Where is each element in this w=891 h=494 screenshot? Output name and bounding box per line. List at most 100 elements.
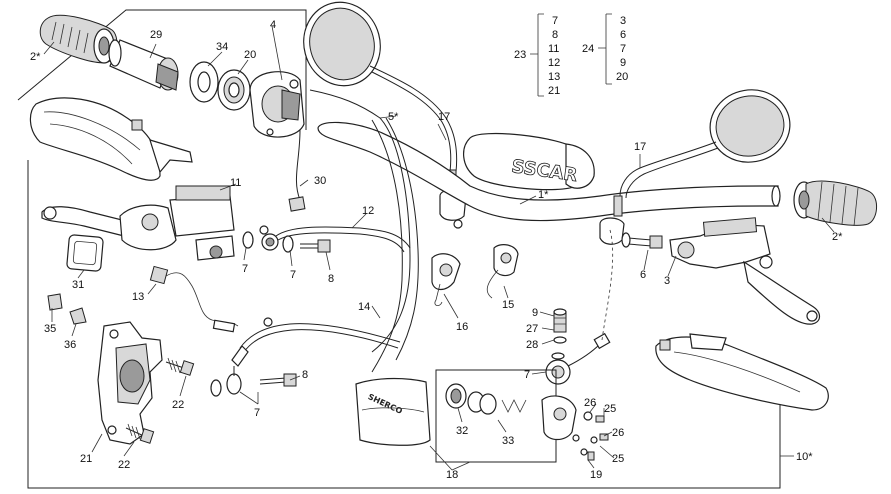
callout-10: 10* (796, 451, 813, 463)
cover-31-inner (72, 240, 98, 266)
callout-6: 6 (640, 269, 646, 281)
kit-24-item: 7 (620, 43, 626, 55)
callout-18: 18 (446, 469, 458, 481)
handlebar (317, 121, 781, 222)
callout-22a: 22 (172, 399, 184, 411)
brake-hose-lower (226, 317, 401, 395)
callout-2-right: 2* (832, 231, 843, 243)
banjo-6 (621, 232, 663, 249)
cable-14 (371, 119, 403, 373)
callout-2-left: 2* (30, 51, 41, 63)
callout-7c: 7 (524, 369, 530, 381)
kit-23-item: 7 (552, 15, 558, 27)
callout-25b: 25 (612, 453, 624, 465)
bolt-22-lower (125, 423, 155, 444)
callout-34: 34 (216, 41, 228, 53)
callout-22b: 22 (118, 459, 130, 471)
callout-20: 20 (244, 49, 256, 61)
callout-12: 12 (362, 205, 374, 217)
callout-33: 33 (502, 435, 514, 447)
handlebar-pad: SSCAR (463, 132, 595, 191)
callout-31: 31 (72, 279, 84, 291)
washer-34 (189, 61, 219, 103)
callout-8b: 8 (302, 369, 308, 381)
switch-16 (431, 253, 461, 306)
cable-30-end (288, 196, 306, 212)
callout-1: 1* (538, 189, 549, 201)
callout-30: 30 (314, 175, 326, 187)
cover-31 (66, 234, 104, 272)
kit-24-item: 20 (616, 71, 628, 83)
left-master-cylinder (41, 185, 235, 261)
right-master-cylinder (669, 217, 821, 325)
callout-3: 3 (664, 275, 670, 287)
callout-8a: 8 (328, 273, 334, 285)
brake-hose-12 (259, 225, 411, 253)
kit-23-item: 12 (548, 57, 560, 69)
callout-15: 15 (502, 299, 514, 311)
cable-5b (385, 117, 419, 361)
washer-7c (210, 379, 222, 397)
clamp-bolt-left (453, 219, 463, 229)
clutch-switch-13 (149, 265, 239, 333)
throttle-tube (108, 39, 179, 91)
kit-23-item: 21 (548, 85, 560, 97)
kit-24-item: 3 (620, 15, 626, 27)
kit-23-item: 11 (548, 43, 559, 55)
bar-clamp-right (599, 217, 625, 245)
service-kit-18: SHERCO (355, 369, 580, 463)
cable-right-dashed (601, 229, 614, 341)
banjo-bolt-8a (300, 239, 331, 253)
pad-35 (47, 293, 63, 311)
callout-32: 32 (456, 425, 468, 437)
callout-28: 28 (526, 339, 538, 351)
kit-24-list: 24 3 6 7 9 20 (582, 13, 628, 85)
callout-11: 11 (230, 177, 241, 189)
kit-24-item: 9 (620, 57, 626, 69)
kit-23-label: 23 (514, 49, 526, 61)
kit-23-item: 13 (548, 71, 560, 83)
pad-36 (69, 307, 87, 325)
kit-24-item: 6 (620, 29, 626, 41)
callout-21: 21 (80, 453, 92, 465)
bleed-screw-9 (553, 308, 567, 333)
right-grip (793, 180, 877, 227)
washer-7a (242, 231, 254, 249)
banjo-lower-right (545, 332, 611, 385)
brake-caliper (97, 321, 163, 445)
callouts: 2* 29 4 34 20 5* 17 17 1* 30 11 12 7 7 8… (30, 19, 843, 481)
callout-9: 9 (532, 307, 538, 319)
throttle-housing (249, 71, 305, 138)
washer-28 (553, 336, 567, 344)
bolt-22-upper (165, 357, 195, 376)
callout-29: 29 (150, 29, 162, 41)
callout-7a: 7 (242, 263, 248, 275)
leader-lines (43, 25, 835, 471)
callout-36: 36 (64, 339, 76, 351)
right-handguard (655, 333, 829, 411)
left-grip (39, 14, 118, 64)
kit-23-item: 8 (552, 29, 558, 41)
callout-7b: 7 (290, 269, 296, 281)
callout-13: 13 (132, 291, 144, 303)
callout-14: 14 (358, 301, 370, 313)
left-mirror (303, 1, 458, 195)
kit-23-list: 23 7 8 11 12 13 21 (514, 13, 560, 97)
ring-20 (217, 69, 251, 111)
cable-5 (309, 89, 411, 353)
callout-35: 35 (44, 323, 56, 335)
switch-15 (486, 244, 519, 299)
kit-24-label: 24 (582, 43, 594, 55)
left-handguard (29, 97, 193, 181)
callout-25a: 25 (604, 403, 616, 415)
washer-7b (282, 235, 294, 253)
callout-26a: 26 (584, 397, 596, 409)
callout-27: 27 (526, 323, 538, 335)
callout-5: 5* (388, 111, 399, 123)
callout-17-left: 17 (438, 111, 450, 123)
callout-16: 16 (456, 321, 468, 333)
callout-7d: 7 (254, 407, 260, 419)
callout-19: 19 (590, 469, 602, 481)
callout-26b: 26 (612, 427, 624, 439)
